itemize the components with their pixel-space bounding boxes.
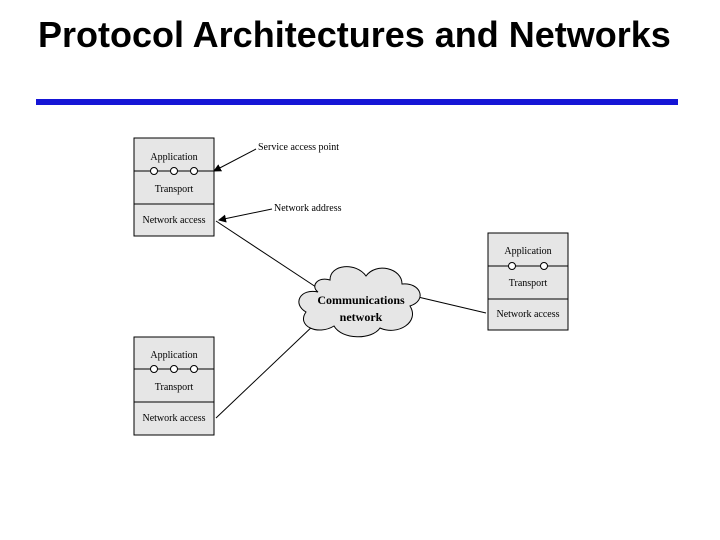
cloud-label-line-2: network: [340, 310, 383, 324]
host-1-network-access-label: Network access: [142, 215, 205, 226]
slide-title: Protocol Architectures and Networks: [38, 14, 671, 55]
cloud-label-line-1: Communications: [317, 293, 405, 307]
network-address-label: Network address: [274, 203, 342, 214]
host-2-service-access-points: [150, 365, 198, 373]
host-2-network-access-label: Network access: [142, 413, 205, 424]
communications-network-cloud: Communications network: [298, 266, 421, 338]
callout-service-access-point: Service access point: [213, 142, 339, 172]
host-1: Application Transport Network access: [133, 137, 215, 237]
service-access-point-label: Service access point: [258, 142, 339, 153]
host-3-application-label: Application: [504, 246, 551, 257]
title-rule: [36, 99, 678, 105]
host-1-application-label: Application: [150, 152, 197, 163]
link-host-2-to-network: [215, 322, 317, 419]
host-3-transport-label: Transport: [509, 278, 548, 289]
arrow-service-access-point: [213, 148, 257, 172]
host-1-stack: [133, 137, 215, 237]
host-3-network-access-label: Network access: [496, 309, 559, 320]
host-1-transport-label: Transport: [155, 184, 194, 195]
host-3-stack: [487, 232, 569, 331]
host-2-stack: [133, 336, 215, 436]
host-3-service-access-points: [508, 262, 548, 270]
link-host-1-to-network: [215, 220, 323, 292]
callout-network-address: Network address: [218, 203, 342, 223]
link-host-3-to-network: [417, 296, 487, 314]
host-2-application-label: Application: [150, 350, 197, 361]
host-2: Application Transport Network access: [133, 336, 215, 436]
arrow-network-address: [218, 208, 273, 223]
host-2-transport-label: Transport: [155, 382, 194, 393]
host-1-service-access-points: [150, 167, 198, 175]
host-3: Application Transport Network access: [487, 232, 569, 331]
